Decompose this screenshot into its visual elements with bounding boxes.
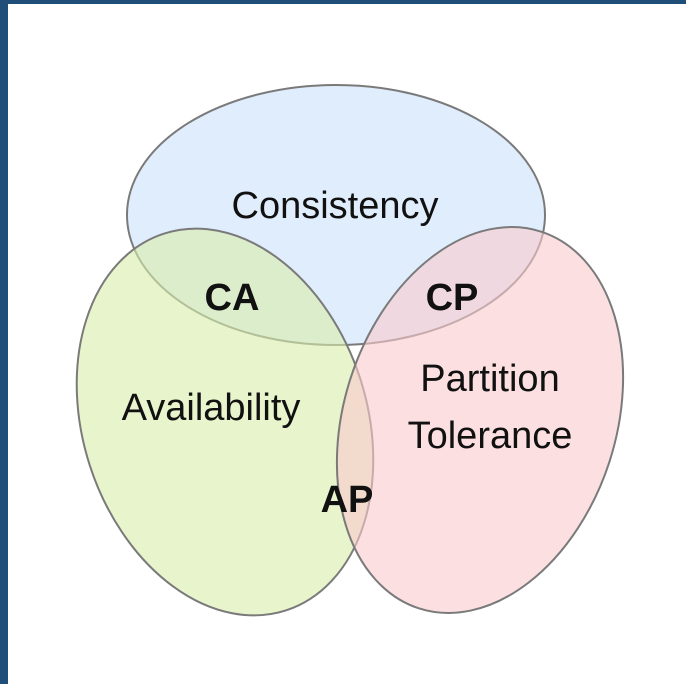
ca-label: CA [205,277,260,319]
availability-label: Availability [122,387,301,429]
ap-label: AP [321,479,374,521]
consistency-label: Consistency [232,185,439,227]
partition-tolerance-set [335,226,625,614]
partition-label-line1: Partition [420,358,559,400]
cp-label: CP [426,277,479,319]
partition-label-line2: Tolerance [408,415,573,457]
